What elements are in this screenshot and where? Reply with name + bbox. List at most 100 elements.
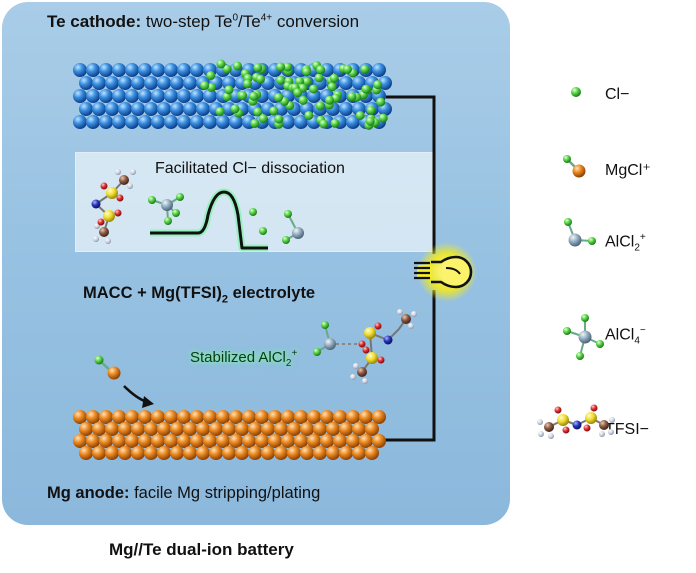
cl-atom xyxy=(206,71,216,81)
te-atom xyxy=(118,102,132,116)
mg-atom xyxy=(144,446,158,460)
cl-atom xyxy=(274,114,284,124)
cl-atom xyxy=(330,118,340,128)
te-atom xyxy=(190,115,204,129)
cl-atom xyxy=(283,62,293,72)
cl-atom xyxy=(324,95,334,105)
te-atom xyxy=(164,63,178,77)
mg-atom xyxy=(248,422,262,436)
te-atom xyxy=(157,102,171,116)
mg-atom xyxy=(99,434,113,448)
te-cathode-layer xyxy=(73,59,392,130)
cl-atom xyxy=(242,79,252,89)
te-atom xyxy=(151,63,165,77)
te-atom xyxy=(144,102,158,116)
te-atom xyxy=(281,115,295,129)
cl-atom xyxy=(361,84,371,94)
cl-atom xyxy=(329,73,339,83)
cl-atom xyxy=(255,74,265,84)
te-atom xyxy=(131,102,145,116)
legend-alcl2-label: AlCl2+ xyxy=(605,232,646,254)
te-atom xyxy=(99,89,113,103)
te-atom xyxy=(203,115,217,129)
electrolyte-label: MACC + Mg(TFSI)2 electrolyte xyxy=(83,284,316,306)
te-atom xyxy=(177,89,191,103)
te-atom xyxy=(92,76,106,90)
cl-atom xyxy=(200,81,210,91)
mg-atom xyxy=(105,446,119,460)
cl-atom xyxy=(207,82,217,92)
mg-atom xyxy=(268,434,282,448)
cl-atom xyxy=(319,119,329,129)
mg-atom xyxy=(92,422,106,436)
deposition-arrow xyxy=(123,385,154,408)
te-atom xyxy=(372,63,386,77)
te-atom xyxy=(92,102,106,116)
mg-atom xyxy=(92,446,106,460)
mg-atom xyxy=(79,422,93,436)
te-atom xyxy=(112,89,126,103)
mg-atom xyxy=(326,446,340,460)
legend-alcl4-icon xyxy=(563,314,604,360)
te-atom xyxy=(346,115,360,129)
mg-atom xyxy=(170,422,184,436)
te-atom xyxy=(125,63,139,77)
mg-atom xyxy=(313,446,327,460)
mg-atom xyxy=(333,434,347,448)
te-atom xyxy=(170,76,184,90)
legend-alcl4-label: AlCl4− xyxy=(605,325,646,347)
mg-atom xyxy=(255,434,269,448)
te-atom xyxy=(157,76,171,90)
mg-atom xyxy=(118,422,132,436)
cl-atom xyxy=(360,64,370,74)
cl-atom xyxy=(258,114,268,124)
cathode-title: Te cathode: two-step Te0/Te4+ conversion xyxy=(47,12,360,31)
te-atom xyxy=(125,115,139,129)
mg-atom xyxy=(352,422,366,436)
cl-atom xyxy=(274,92,284,102)
te-atom xyxy=(125,89,139,103)
mg-atom xyxy=(131,446,145,460)
mg-atom xyxy=(157,422,171,436)
mg-atom xyxy=(222,446,236,460)
cl-atom xyxy=(216,59,226,69)
te-atom xyxy=(216,115,230,129)
legend-alcl2-icon xyxy=(564,218,596,247)
te-atom xyxy=(177,115,191,129)
te-atom xyxy=(73,89,87,103)
stabilized-label: Stabilized AlCl2+ xyxy=(190,348,298,369)
cl-atom xyxy=(298,95,308,105)
legend-mgcl-icon xyxy=(563,155,586,178)
te-atom xyxy=(99,115,113,129)
mg-atom xyxy=(203,434,217,448)
light-bulb-icon xyxy=(414,242,477,302)
te-atom xyxy=(151,89,165,103)
te-atom xyxy=(229,115,243,129)
te-atom xyxy=(190,63,204,77)
mg-atom xyxy=(164,434,178,448)
cl-atom xyxy=(293,88,303,98)
mg-atom xyxy=(138,434,152,448)
mg-atom xyxy=(287,422,301,436)
mg-atom xyxy=(339,446,353,460)
mg-atom xyxy=(177,434,191,448)
cl-atom xyxy=(342,64,352,74)
dissociation-label: Facilitated Cl− dissociation xyxy=(155,160,345,177)
mg-atom xyxy=(196,422,210,436)
cl-atom xyxy=(355,110,365,120)
mg-atom xyxy=(131,422,145,436)
mg-atom xyxy=(190,434,204,448)
cl-atom xyxy=(302,67,312,77)
cl-atom xyxy=(222,92,232,102)
mg-atom xyxy=(255,410,269,424)
mg-atom xyxy=(151,434,165,448)
mg-atom xyxy=(372,434,386,448)
mg-atom xyxy=(248,446,262,460)
te-atom xyxy=(164,115,178,129)
mg-atom xyxy=(125,434,139,448)
te-atom xyxy=(144,76,158,90)
mg-atom xyxy=(196,446,210,460)
cl-atom xyxy=(269,106,279,116)
te-atom xyxy=(112,115,126,129)
mg-atom xyxy=(281,410,295,424)
